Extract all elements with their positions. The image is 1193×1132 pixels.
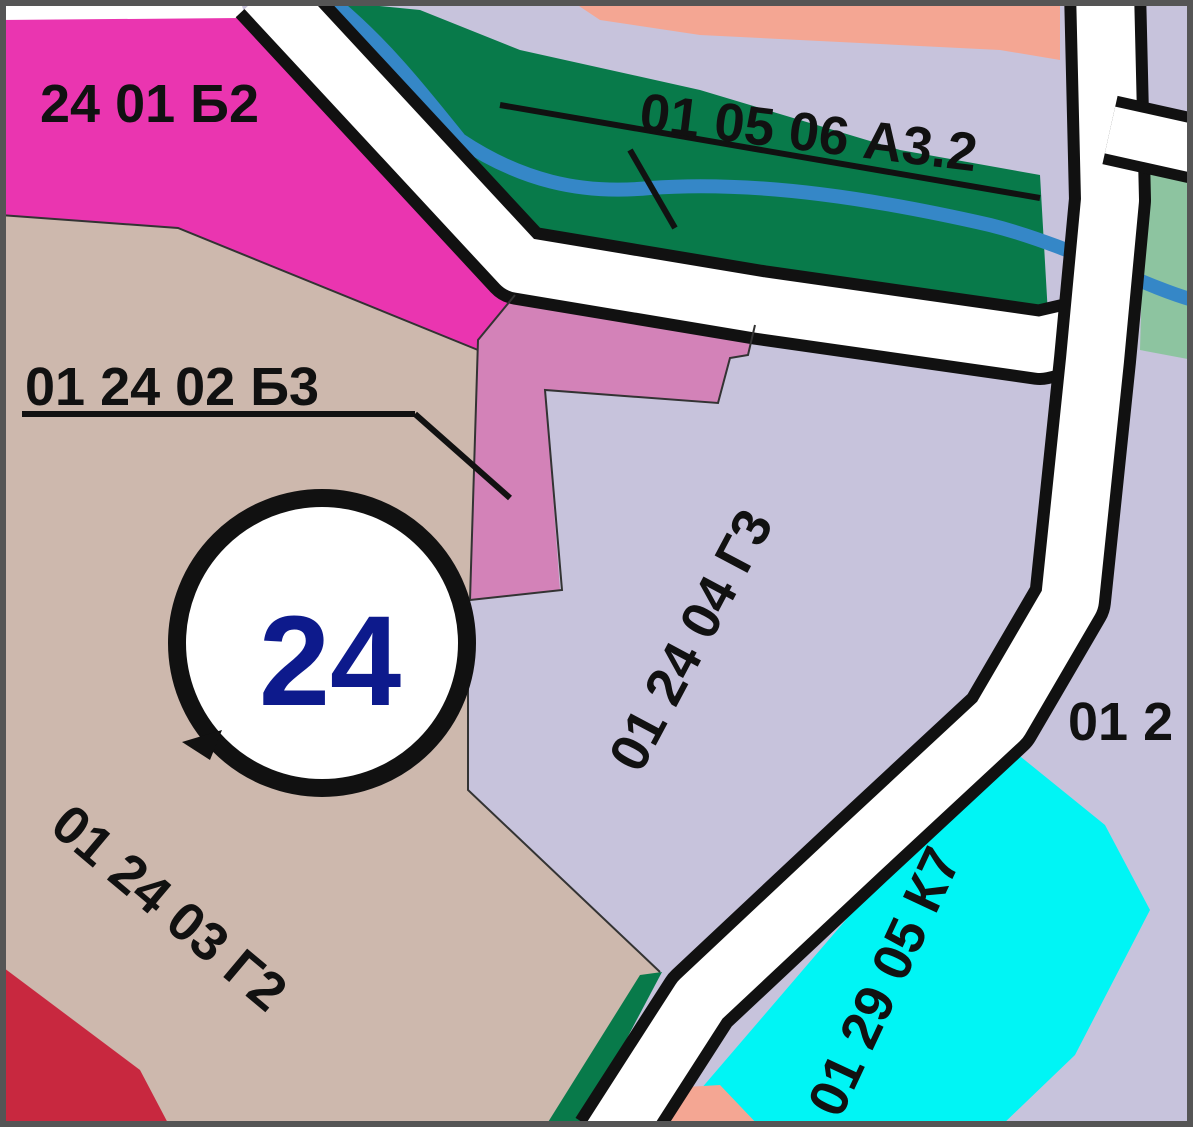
label-zone-b3: 01 24 02 Б3 [25,357,319,417]
leader-lines [22,102,1041,501]
district-circle [168,489,476,797]
zone-light-green [1140,160,1193,360]
zone-bottom-green-strip [545,972,662,1127]
leader-a32-underline [499,102,1041,201]
label-zone-edge: 01 2 [1068,692,1173,752]
zone-b2 [0,18,520,350]
district-circle-arrow [182,730,222,760]
zone-top-salmon [570,0,1060,60]
boundary-b3 [468,294,756,602]
district-marker: 24 [168,489,476,797]
leader-b3-pointer [413,411,512,501]
zone-g3 [468,335,1048,972]
zone-k7 [700,740,1150,1127]
zone-crimson [0,965,170,1127]
roads [235,0,1193,1132]
river [325,0,1193,307]
district-number: 24 [259,590,401,733]
zone-b3 [470,295,755,600]
label-zone-b2: 24 01 Б2 [40,74,259,134]
boundary-b2-g2 [0,214,479,351]
zone-a32 [320,0,1048,320]
road-stub-right-fill [1104,106,1193,174]
leader-a32-pointer [627,148,678,230]
road-vertical-right-fill [585,0,1139,1132]
